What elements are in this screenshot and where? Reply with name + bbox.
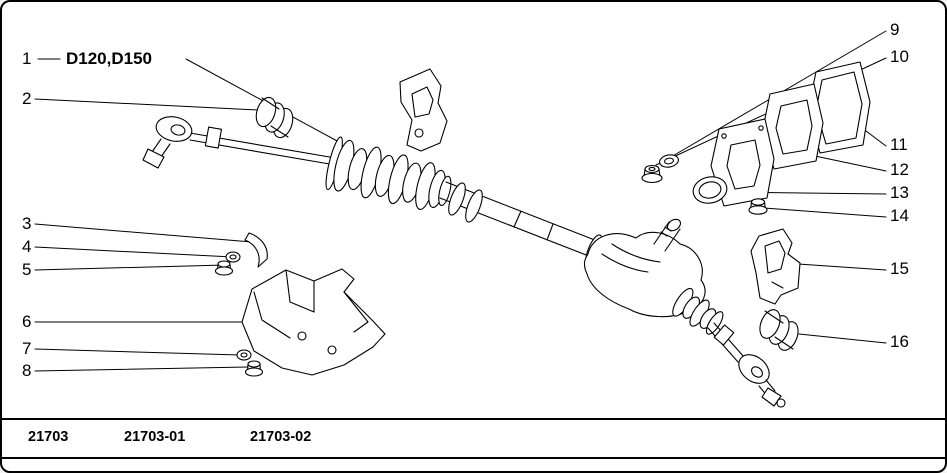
- callout-12: 12: [890, 160, 909, 179]
- part-nut-5: [216, 261, 233, 275]
- part-pinion-housing: [584, 217, 705, 317]
- callout-15: 15: [890, 259, 909, 278]
- part-washer-9: [659, 153, 680, 168]
- callout-14: 14: [890, 206, 909, 225]
- part-seal-ring-13: [691, 174, 730, 207]
- callout-7: 7: [22, 339, 32, 358]
- callout-1-model-label: D120,D150: [66, 49, 153, 68]
- part-clamp-bracket-15: [751, 229, 800, 304]
- part-nut-10: [642, 166, 662, 183]
- variant-codes-bar: 21703 21703-01 21703-02: [2, 418, 945, 459]
- callout-3: 3: [22, 214, 32, 233]
- callout-6: 6: [22, 312, 32, 331]
- part-nut-14: [749, 199, 767, 214]
- part-rack-housing-tube: [440, 181, 606, 269]
- part-bracket-top: [400, 69, 447, 151]
- variant-code-21703-01: 21703-01: [124, 429, 186, 445]
- callout-13: 13: [890, 183, 909, 202]
- part-boot-right: [669, 286, 728, 340]
- part-washer-7: [237, 350, 251, 360]
- callout-11: 11: [890, 135, 908, 154]
- part-tie-rod-right: [708, 323, 785, 407]
- part-heat-shield: [242, 269, 385, 375]
- part-tie-rod-left: [143, 114, 347, 168]
- part-grommet-2: [253, 95, 296, 140]
- callout-9: 9: [890, 20, 900, 39]
- part-boot-left: [323, 136, 456, 218]
- callout-1: 1: [22, 49, 32, 68]
- callout-16: 16: [890, 332, 909, 351]
- part-clamp-bracket-small: [245, 233, 267, 267]
- callout-4: 4: [22, 237, 32, 256]
- variant-code-21703-02: 21703-02: [250, 429, 312, 445]
- callout-2: 2: [22, 89, 32, 108]
- variant-code-21703: 21703: [28, 429, 69, 445]
- callout-8: 8: [22, 361, 32, 380]
- part-grommet-16: [756, 307, 802, 354]
- callout-5: 5: [22, 260, 32, 279]
- part-mounting-plate: [711, 119, 774, 206]
- part-nut-8: [246, 361, 263, 376]
- callout-10: 10: [890, 47, 909, 66]
- part-washer-4: [226, 252, 240, 262]
